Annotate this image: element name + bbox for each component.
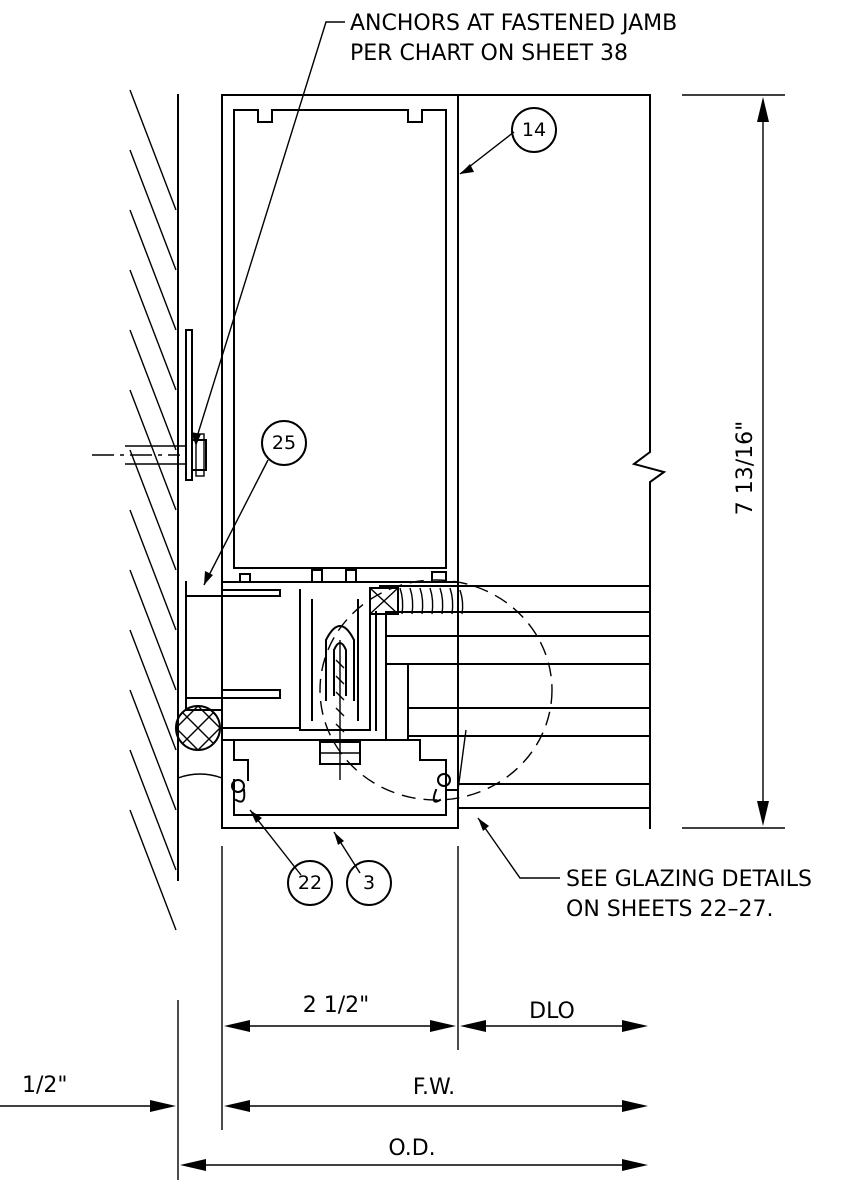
wall-hatch-line [129, 389, 177, 511]
callout-3-label: 3 [363, 872, 375, 894]
wall-hatch-line [129, 809, 177, 931]
glazing-unit [375, 94, 667, 829]
anchor-bolt [92, 329, 207, 481]
wall-hatch-line [129, 449, 177, 571]
wall-hatch-line [129, 149, 177, 271]
callout-22: 22 [287, 860, 333, 906]
wall-hatch-line [129, 749, 177, 871]
backer-rod [175, 705, 221, 751]
wall-hatch-line [129, 629, 177, 751]
wall-hatch-line [129, 689, 177, 811]
dim-height: 7 13/16" [682, 94, 785, 829]
setting-block [369, 587, 464, 615]
wall-hatch-line [129, 209, 177, 331]
wall-hatch-line [129, 569, 177, 691]
dim-dlo: DLO [460, 999, 648, 1032]
anchors-note-line2: PER CHART ON SHEET 38 [350, 41, 628, 66]
dim-height-label: 7 13/16" [733, 421, 758, 516]
callout-3: 3 [346, 860, 392, 906]
dim-od-label: O.D. [388, 1136, 435, 1161]
dim-shim-label: 1/2" [22, 1073, 68, 1098]
detail-circle [319, 579, 553, 801]
dim-shim: 1/2" [0, 1073, 176, 1112]
wall-substrate [129, 89, 179, 931]
callout-14: 14 [511, 107, 557, 153]
callout-22-label: 22 [298, 872, 322, 894]
wall-hatch-line [129, 89, 177, 211]
dim-frame-depth: 2 1/2" [224, 993, 456, 1032]
jamb-frame [177, 94, 459, 829]
wall-hatch-line [129, 269, 177, 391]
glazing-note-line1: SEE GLAZING DETAILS [566, 867, 812, 892]
glazing-note-line2: ON SHEETS 22–27. [566, 897, 773, 922]
callout-25: 25 [261, 420, 307, 466]
dim-dlo-label: DLO [529, 999, 575, 1024]
anchors-note-line1: ANCHORS AT FASTENED JAMB [350, 11, 677, 36]
dim-od: O.D. [180, 1136, 648, 1171]
callout-25-label: 25 [272, 432, 296, 454]
wall-hatch-line [129, 509, 177, 631]
dim-frame-depth-label: 2 1/2" [303, 993, 370, 1018]
callout-14-label: 14 [522, 119, 546, 141]
leaders [191, 21, 560, 879]
dim-fw: F.W. [224, 1075, 648, 1112]
dim-fw-label: F.W. [413, 1075, 455, 1100]
wall-hatch-line [129, 329, 177, 451]
